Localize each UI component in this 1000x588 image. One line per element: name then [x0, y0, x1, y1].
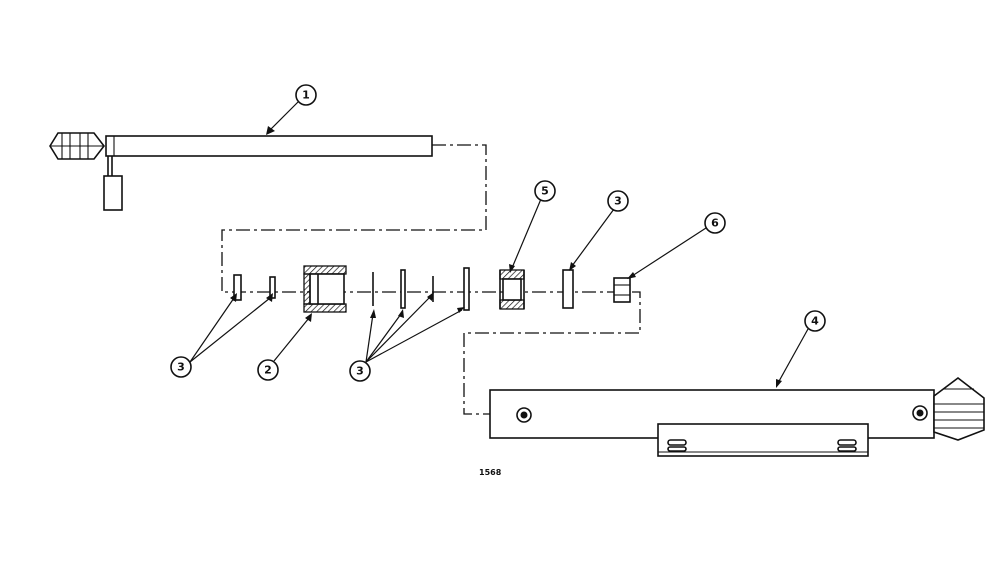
callout-4: 4 — [804, 310, 826, 332]
svg-text:5: 5 — [541, 185, 549, 198]
callout-2: 2 — [257, 359, 279, 381]
svg-text:4: 4 — [811, 315, 819, 328]
callout-1: 1 — [295, 84, 317, 106]
part-6-nut — [613, 277, 631, 303]
part-5-bearing — [499, 269, 525, 310]
svg-text:2: 2 — [264, 364, 272, 377]
shim-2 — [400, 269, 406, 309]
svg-text:1: 1 — [302, 89, 310, 102]
part-2-bushing — [303, 265, 347, 313]
part-4-lower-bar — [489, 376, 985, 457]
callout-3-right: 3 — [607, 190, 629, 212]
svg-text:3: 3 — [177, 361, 185, 374]
assembly-centerline — [221, 144, 641, 415]
washer-left-2 — [269, 276, 276, 299]
part-1-shaft-handle — [49, 132, 433, 211]
callout-3-left: 3 — [170, 356, 192, 378]
washer-right — [562, 269, 574, 309]
washer-left-1 — [233, 274, 242, 301]
shim-4 — [463, 267, 470, 311]
svg-text:3: 3 — [614, 195, 622, 208]
svg-text:3: 3 — [356, 365, 364, 378]
callout-5: 5 — [534, 180, 556, 202]
callout-3-middle: 3 — [349, 360, 371, 382]
svg-text:6: 6 — [711, 217, 719, 230]
drawing-number: 1568 — [479, 468, 502, 477]
leader-lines — [189, 101, 809, 388]
callout-6: 6 — [704, 212, 726, 234]
